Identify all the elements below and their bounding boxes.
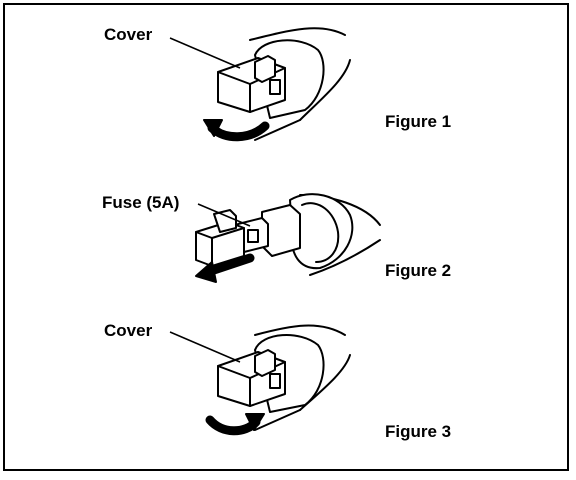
cover-1-leader: [169, 37, 241, 69]
callout-fuse: Fuse (5A): [102, 193, 180, 212]
callout-cover-3: Cover: [104, 321, 153, 340]
cover-3-leader: [169, 331, 241, 363]
figure-2-label: Figure 2: [385, 261, 452, 280]
fuse-leader: [197, 203, 251, 227]
figure-1-drawing: [203, 27, 351, 142]
figure-2-drawing: [195, 193, 381, 283]
figure-3-drawing: [205, 324, 351, 436]
figure-3-label: Figure 3: [385, 422, 452, 441]
callout-cover-1: Cover: [104, 25, 153, 44]
figure-1-label: Figure 1: [385, 112, 452, 131]
